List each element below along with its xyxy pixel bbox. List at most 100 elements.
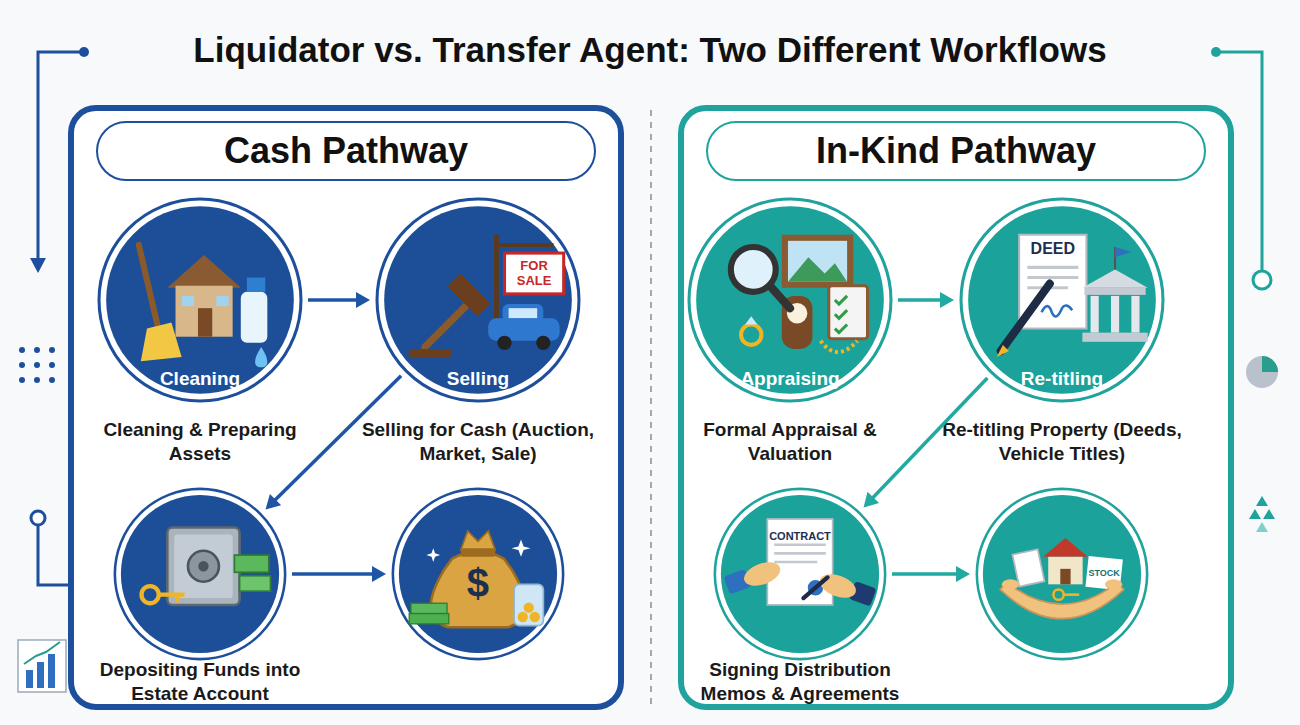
sparkle	[426, 548, 440, 562]
arrowhead	[940, 292, 954, 308]
picture-hills	[788, 257, 847, 281]
pie-icon	[1246, 356, 1278, 388]
dot-grid	[19, 362, 25, 368]
arrow-line	[872, 378, 987, 499]
gavel-handle	[425, 306, 466, 347]
building-beam	[1084, 288, 1145, 295]
frame-line	[38, 525, 70, 585]
flow-arrow	[898, 292, 954, 308]
sparkle	[512, 540, 531, 557]
building-base	[1082, 333, 1147, 342]
step-circle: FOR SALESellingSelling for Cash (Auction…	[376, 198, 580, 402]
sign-board	[505, 253, 564, 294]
thumb	[1002, 579, 1019, 589]
text-line	[774, 552, 826, 555]
picture-frame	[782, 235, 853, 288]
contract-paper	[767, 519, 832, 605]
banknote	[240, 576, 271, 591]
chart-bar	[48, 654, 55, 688]
window	[182, 296, 194, 306]
step-label: Appraising	[688, 368, 892, 390]
step-circle: Depositing Funds into Estate Account	[114, 488, 286, 660]
icon-text: $	[454, 562, 502, 603]
step-label: Cleaning	[98, 368, 302, 390]
dot-grid	[19, 347, 25, 353]
flow-arrow	[266, 376, 402, 510]
triangle-icon	[1256, 496, 1268, 506]
circle-ring	[115, 489, 285, 659]
triangle-icon	[1263, 509, 1275, 519]
window	[216, 296, 228, 306]
step-illustration	[714, 488, 886, 660]
coin	[524, 602, 534, 612]
ring	[741, 324, 761, 344]
door	[1060, 569, 1070, 584]
circle-disc	[399, 495, 557, 653]
checkmark	[835, 296, 847, 304]
step-circle: $	[392, 488, 564, 660]
chart-frame	[18, 640, 66, 692]
step-caption: Formal Appraisal & Valuation	[700, 418, 880, 466]
broom-bristles	[141, 322, 182, 361]
pathway-heading: In-Kind Pathway	[706, 121, 1206, 181]
signature	[1042, 306, 1073, 317]
circle-disc	[968, 206, 1156, 394]
arrowhead	[356, 292, 370, 308]
frame-dot	[1211, 47, 1221, 57]
step-caption: Depositing Funds into Estate Account	[95, 658, 305, 706]
pie-slice	[1262, 356, 1278, 372]
car-wheel	[536, 336, 550, 350]
banknote	[411, 603, 447, 613]
step-label: Re-titling	[960, 368, 1164, 390]
dot-grid	[34, 347, 40, 353]
certificate	[1084, 555, 1123, 591]
hand	[741, 558, 784, 590]
coin	[530, 612, 540, 622]
triangle-icon	[1256, 522, 1268, 532]
frame-arrowhead	[30, 258, 46, 273]
spray-nozzle	[247, 278, 265, 292]
broom-handle	[139, 245, 159, 333]
step-caption: Signing Distribution Memos & Agreements	[693, 658, 908, 706]
step-illustration	[114, 488, 286, 660]
step-circle: DEEDRe-titlingRe-titling Property (Deeds…	[960, 198, 1164, 402]
step-illustration	[976, 488, 1148, 660]
checkmark	[835, 324, 847, 332]
key-ring	[142, 586, 159, 603]
dot-grid	[49, 347, 55, 353]
pathway-heading: Cash Pathway	[96, 121, 596, 181]
diagram-title: Liquidator vs. Transfer Agent: Two Diffe…	[30, 28, 1270, 72]
circle-ring	[393, 489, 563, 659]
car-wheel	[497, 336, 511, 350]
magnifier-lens	[731, 247, 776, 292]
cupped-hands	[1000, 583, 1124, 619]
arrowhead	[956, 566, 970, 582]
flow-arrow	[292, 566, 386, 582]
house-wall	[1048, 557, 1082, 585]
arrow-line	[292, 572, 374, 576]
chart-bar	[37, 662, 44, 688]
arrow-line	[274, 376, 401, 501]
magnifier-handle	[772, 288, 790, 308]
chart-bar	[26, 670, 33, 688]
circle-disc	[106, 206, 294, 394]
arrow-line	[898, 298, 942, 302]
icon-text: STOCK	[1086, 567, 1122, 581]
banknote	[409, 614, 449, 624]
frame-node	[31, 511, 45, 525]
gavel-base	[409, 349, 452, 357]
circle-disc	[121, 495, 279, 653]
flow-arrow	[892, 566, 970, 582]
icon-text: CONTRACT	[767, 529, 832, 543]
gavel-head	[447, 273, 490, 316]
step-circle: CONTRACTSigning Distribution Memos & Agr…	[714, 488, 886, 660]
arrow-line	[892, 572, 958, 576]
key-tooth	[176, 595, 179, 603]
text-line	[774, 543, 826, 546]
safe-dial	[188, 551, 219, 582]
chart-trend	[24, 642, 60, 664]
circle-ring	[977, 489, 1147, 659]
triangle-icon	[1249, 509, 1261, 519]
pen-nib	[997, 345, 1009, 357]
